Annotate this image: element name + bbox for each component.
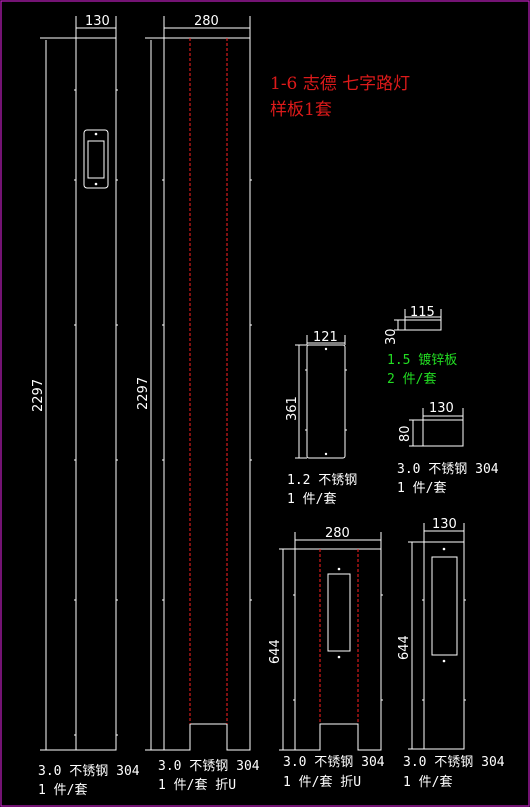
box-back-note-2: 1 件/套 — [403, 774, 452, 790]
box-back-note-1: 3.0 不锈钢 304 — [403, 755, 505, 770]
title-line-2: 样板1套 — [270, 100, 332, 120]
part-box-back: 130 644 3.0 不锈钢 304 1 件/套 — [397, 517, 505, 790]
post-back-door-inner — [87, 140, 105, 179]
strip-115-note-2: 2 件/套 — [387, 371, 436, 387]
box-front-width-dim — [294, 532, 382, 549]
part-post-back: 130 2297 3.0 不锈钢 304 1 件/套 — [31, 14, 140, 798]
post-back-note-2: 1 件/套 — [38, 782, 87, 798]
box-back-window — [431, 556, 458, 656]
plate-121-outline — [306, 344, 346, 459]
strip-115-width-dim — [404, 309, 442, 320]
post-back-height-label: 2297 — [31, 379, 46, 412]
plate-121-note-1: 1.2 不锈钢 — [287, 473, 357, 488]
box-front-height-label: 644 — [268, 639, 283, 664]
post-back-note-1: 3.0 不锈钢 304 — [38, 764, 140, 779]
box-back-height-label: 644 — [397, 635, 412, 660]
post-back-door — [83, 129, 109, 189]
plate-130x80-width-dim — [422, 408, 464, 420]
part-plate-121: 121 361 1.2 不锈钢 1 件/套 — [285, 330, 357, 507]
strip-115-outline — [404, 319, 442, 331]
plate-130x80-outline — [422, 419, 464, 447]
post-back-width-dim — [75, 16, 117, 38]
box-back-width-dim — [423, 523, 465, 542]
part-strip-115: 115 30 1.5 镀锌板 2 件/套 — [384, 305, 457, 387]
plate-130x80-height-dim — [409, 419, 423, 447]
box-front-note-2: 1 件/套 折U — [283, 774, 361, 790]
plate-121-width-dim — [306, 335, 346, 345]
strip-115-note-1: 1.5 镀锌板 — [387, 352, 457, 368]
plate-121-width-label: 121 — [313, 330, 338, 345]
strip-115-width-label: 115 — [410, 305, 435, 320]
post-front-note-2: 1 件/套 折U — [158, 777, 236, 793]
box-front-window — [327, 573, 351, 652]
plate-130x80-width-label: 130 — [429, 401, 454, 416]
post-front-height-label: 2297 — [136, 377, 151, 410]
box-back-width-label: 130 — [432, 517, 457, 532]
plate-130x80-height-label: 80 — [398, 425, 413, 442]
post-back-width-label: 130 — [85, 14, 110, 29]
plate-121-note-2: 1 件/套 — [287, 491, 336, 507]
box-front-note-1: 3.0 不锈钢 304 — [283, 755, 385, 770]
post-front-note-1: 3.0 不锈钢 304 — [158, 759, 260, 774]
part-post-front: 280 2297 3.0 不锈钢 304 1 件/套 折U — [136, 14, 260, 793]
strip-115-height-dim — [394, 319, 405, 331]
box-back-outline — [423, 541, 465, 750]
part-plate-130x80: 130 80 3.0 不锈钢 304 1 件/套 — [397, 401, 499, 496]
title-line-1: 1-6 志德 七字路灯 — [270, 74, 410, 94]
plate-121-height-label: 361 — [285, 396, 300, 421]
plate-121-height-dim — [295, 344, 307, 459]
post-back-height-dim — [40, 37, 76, 751]
strip-115-height-label: 30 — [384, 328, 399, 345]
plate-130x80-note-1: 3.0 不锈钢 304 — [397, 462, 499, 477]
box-back-height-dim — [408, 541, 424, 750]
box-front-width-label: 280 — [325, 526, 350, 541]
box-front-height-dim — [279, 548, 295, 751]
post-front-width-label: 280 — [194, 14, 219, 29]
post-front-height-dim — [145, 37, 164, 751]
post-back-outline — [75, 37, 117, 751]
post-front-width-dim — [163, 16, 251, 38]
plate-130x80-note-2: 1 件/套 — [397, 480, 446, 496]
part-box-front: 280 644 3.0 不锈钢 304 1 件/套 折U — [268, 526, 385, 790]
